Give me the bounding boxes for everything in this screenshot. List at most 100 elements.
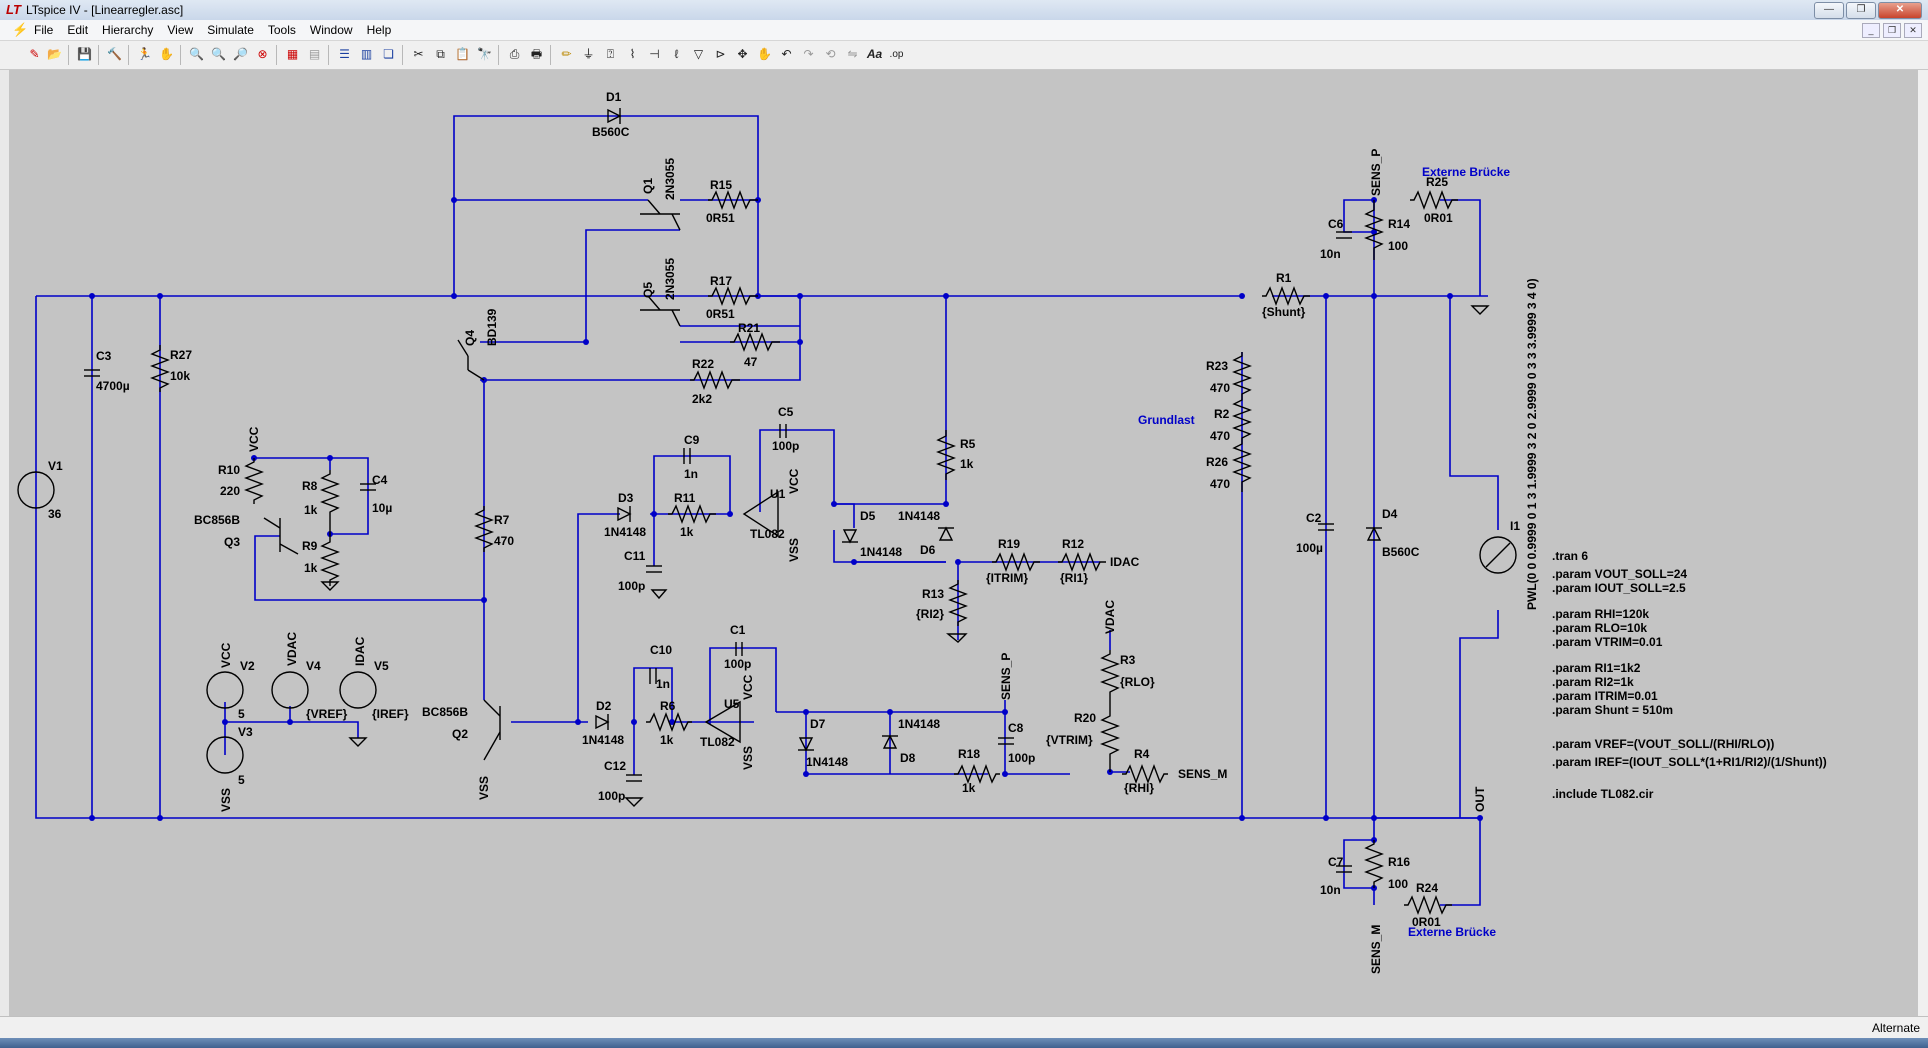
label-D7: D7 [810, 717, 826, 731]
directive-tran: .tran 6 [1552, 549, 1588, 563]
label-R22-value: 2k2 [692, 392, 712, 406]
tile-vertical-icon[interactable]: ▥ [360, 47, 373, 61]
menu-view[interactable]: View [167, 23, 194, 37]
capacitor-icon[interactable]: ⊣ [649, 47, 660, 61]
zoom-out-icon[interactable]: 🔎 [233, 47, 248, 61]
label-I1-value: PWL(0 0 0.9999 0 1 3 1.9999 3 2 0 2.9999… [1525, 278, 1539, 610]
label-V1-value: 36 [48, 507, 62, 521]
zoom-in-icon[interactable]: 🔍 [189, 47, 204, 61]
minimize-button[interactable]: — [1814, 2, 1844, 19]
paste-icon[interactable]: 📋 [455, 47, 470, 61]
open-icon[interactable]: 📂 [47, 47, 62, 61]
copy-icon[interactable]: ⧉ [436, 47, 445, 61]
print-icon[interactable]: 🖶 [530, 47, 543, 61]
label-R26-value: 470 [1210, 477, 1230, 491]
mdi-minimize-button[interactable]: _ [1862, 23, 1880, 38]
net-label-vss: VSS [219, 788, 233, 812]
ground-icon[interactable]: ⏚ [582, 47, 595, 61]
label-U1-value: TL082 [750, 527, 785, 541]
halt-icon[interactable]: ✋ [159, 47, 174, 61]
menu-window[interactable]: Window [309, 23, 353, 37]
net-label-idac: IDAC [1110, 555, 1140, 569]
junctions [89, 197, 1483, 891]
label-D4: D4 [1382, 507, 1398, 521]
label-R27: R27 [170, 348, 192, 362]
label-C10: C10 [650, 643, 672, 657]
comment-grundlast: Grundlast [1138, 413, 1195, 427]
move-icon[interactable]: ✥ [737, 47, 748, 61]
status-mode: Alternate [1871, 1021, 1920, 1035]
label-R19-value: {ITRIM} [986, 571, 1028, 585]
cut-icon[interactable]: ✂ [413, 47, 424, 61]
label-Q1-value: 2N3055 [663, 158, 677, 200]
save-icon[interactable]: 💾 [77, 47, 92, 61]
schematic[interactable]: D1 B560C Q1 2N3055 R15 0R51 Q5 2N3055 R1… [9, 70, 1918, 1016]
schematic-canvas[interactable]: D1 B560C Q1 2N3055 R15 0R51 Q5 2N3055 R1… [9, 70, 1918, 1016]
label-U5-value: TL082 [700, 735, 735, 749]
menu-simulate[interactable]: Simulate [207, 23, 254, 37]
mdi-restore-button[interactable]: ❐ [1883, 23, 1901, 38]
component-icon[interactable]: ⊳ [715, 47, 726, 61]
rotate-icon[interactable]: ⟲ [825, 47, 836, 61]
label-Q2-value: BC856B [422, 705, 468, 719]
label-C2-value: 100µ [1296, 541, 1323, 555]
label-C12-value: 100p [598, 789, 625, 803]
cascade-icon[interactable]: ❏ [383, 47, 394, 61]
label-V1: V1 [48, 459, 63, 473]
menu-help[interactable]: Help [366, 23, 392, 37]
label-R24: R24 [1416, 881, 1438, 895]
label-R11: R11 [674, 491, 696, 505]
inductor-icon[interactable]: ℓ [674, 47, 679, 61]
find-icon[interactable]: 🔭 [477, 47, 492, 61]
menu-edit[interactable]: Edit [67, 23, 89, 37]
toolbar-separator [98, 45, 99, 65]
spice-directive-icon[interactable]: .op [889, 49, 904, 60]
text-icon[interactable]: Aa [866, 47, 883, 61]
print-setup-icon[interactable]: ⎙ [509, 47, 520, 61]
wire-icon[interactable]: ✏ [561, 47, 572, 61]
zoom-full-icon[interactable]: 🔍 [211, 47, 226, 61]
label-R2: R2 [1214, 407, 1230, 421]
label-R22: R22 [692, 357, 714, 371]
label-Q5: Q5 [641, 282, 655, 298]
label-R4-value: {RHI} [1124, 781, 1154, 795]
control-panel-icon[interactable]: 🔨 [107, 47, 122, 61]
redo-icon[interactable]: ↷ [803, 47, 814, 61]
autorange-icon[interactable]: ▦ [286, 47, 299, 61]
label-R18: R18 [958, 747, 980, 761]
label-C7: C7 [1328, 855, 1344, 869]
label-R15-value: 0R51 [706, 211, 735, 225]
zoom-fit-icon[interactable]: ⊗ [257, 47, 268, 61]
label-C2: C2 [1306, 511, 1322, 525]
label-Q2: Q2 [452, 727, 468, 741]
label-icon[interactable]: ⍰ [606, 47, 615, 61]
label-D1: D1 [606, 90, 622, 104]
fft-icon[interactable]: ▤ [308, 47, 321, 61]
menu-file[interactable]: File [34, 23, 54, 37]
menu-tools[interactable]: Tools [267, 23, 296, 37]
label-Q5-value: 2N3055 [663, 258, 677, 300]
drag-icon[interactable]: ✋ [757, 47, 772, 61]
label-C6: C6 [1328, 217, 1344, 231]
document-icon[interactable]: ⚡ [12, 22, 29, 37]
mdi-close-button[interactable]: ✕ [1904, 23, 1922, 38]
undo-icon[interactable]: ↶ [781, 47, 792, 61]
maximize-button[interactable]: ❐ [1846, 2, 1876, 19]
label-R16-value: 100 [1388, 877, 1408, 891]
menu-hierarchy[interactable]: Hierarchy [102, 23, 154, 37]
ltspice-app-icon[interactable]: LT [6, 2, 21, 17]
diode-icon[interactable]: ▽ [693, 47, 704, 61]
label-C7-value: 10n [1320, 883, 1341, 897]
label-C9: C9 [684, 433, 700, 447]
new-schematic-icon[interactable]: ✎ [29, 47, 40, 61]
tile-horizontal-icon[interactable]: ☰ [339, 47, 350, 61]
directive-param: .param RHI=120k [1552, 607, 1649, 621]
resistor-icon[interactable]: ⌇ [629, 47, 636, 61]
net-label-sens-p: SENS_P [999, 653, 1013, 700]
mirror-icon[interactable]: ⇋ [847, 47, 858, 61]
label-C3-value: 4700µ [96, 379, 130, 393]
run-icon[interactable]: 🏃 [137, 47, 152, 61]
label-R2-value: 470 [1210, 429, 1230, 443]
close-button[interactable]: ✕ [1878, 2, 1922, 19]
label-D6: D6 [920, 543, 936, 557]
